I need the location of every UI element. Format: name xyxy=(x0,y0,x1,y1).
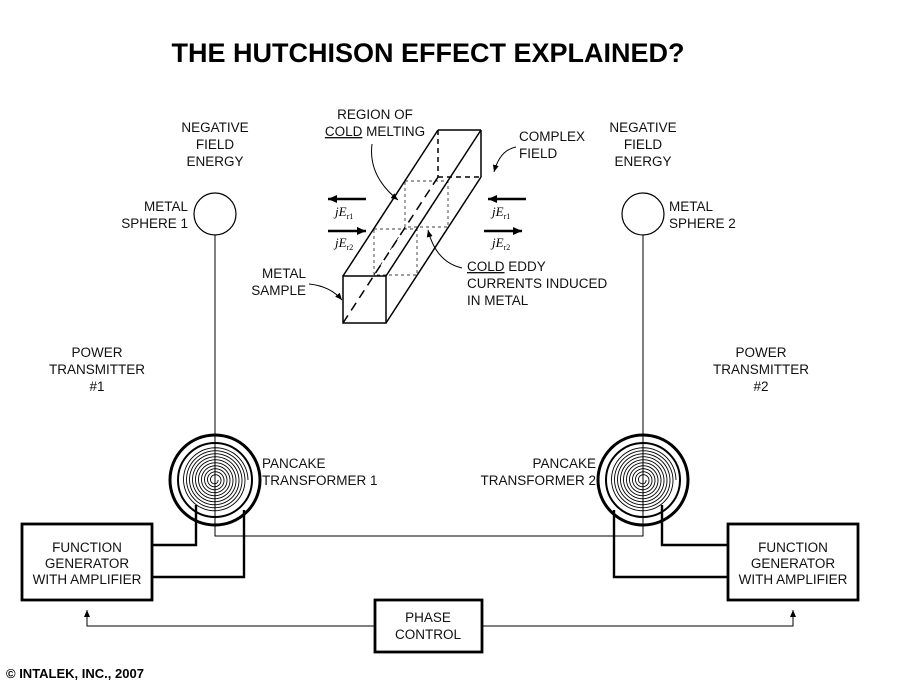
svg-text:GENERATOR: GENERATOR xyxy=(751,556,836,571)
right-field-label-r2: jEr2 xyxy=(490,235,510,252)
complex-field-pointer-arrow xyxy=(492,146,517,173)
svg-text:TRANSFORMER 2: TRANSFORMER 2 xyxy=(480,473,596,488)
svg-text:METAL: METAL xyxy=(669,199,713,214)
left-field-label-r1: jEr1 xyxy=(333,204,353,221)
svg-text:#1: #1 xyxy=(89,379,104,394)
function-generator-2-box xyxy=(726,522,860,602)
phase-control-label: PHASE CONTROL xyxy=(395,610,461,642)
svg-text:POWER: POWER xyxy=(735,345,786,360)
pancake-spiral-coil xyxy=(611,447,677,512)
function-generator-1-label: FUNCTION GENERATOR WITH AMPLIFIER xyxy=(33,540,142,587)
right-field-label-r1: jEr1 xyxy=(490,204,510,221)
svg-text:#2: #2 xyxy=(753,379,768,394)
gen2-lead-bottom xyxy=(612,510,728,579)
metal-sphere-1 xyxy=(193,192,237,236)
cold-eddy-currents-label: COLD EDDY CURRENTS INDUCED IN METAL xyxy=(467,259,608,308)
svg-text:TRANSMITTER: TRANSMITTER xyxy=(713,362,809,377)
left-field-label-r2: jEr2 xyxy=(333,235,353,252)
svg-text:WITH AMPLIFIER: WITH AMPLIFIER xyxy=(33,572,142,587)
svg-text:COLD MELTING: COLD MELTING xyxy=(325,124,425,139)
svg-text:CURRENTS INDUCED: CURRENTS INDUCED xyxy=(467,276,608,291)
cold-melting-region xyxy=(373,180,449,276)
svg-text:ENERGY: ENERGY xyxy=(186,154,243,169)
svg-text:FUNCTION: FUNCTION xyxy=(758,540,828,555)
left-negative-field-energy-label: NEGATIVE FIELD ENERGY xyxy=(181,120,248,169)
svg-text:REGION OF: REGION OF xyxy=(337,107,413,122)
svg-text:METAL: METAL xyxy=(262,266,306,281)
svg-text:TRANSMITTER: TRANSMITTER xyxy=(49,362,145,377)
svg-text:SPHERE 1: SPHERE 1 xyxy=(121,216,188,231)
svg-text:COLD EDDY: COLD EDDY xyxy=(467,259,546,274)
diagram-title: THE HUTCHISON EFFECT EXPLAINED? xyxy=(171,38,684,68)
svg-text:POWER: POWER xyxy=(71,345,122,360)
function-generator-1-box xyxy=(20,522,154,602)
function-generator-2-label: FUNCTION GENERATOR WITH AMPLIFIER xyxy=(739,540,848,587)
metal-sample-pointer-arrow xyxy=(308,283,343,301)
svg-text:FIELD: FIELD xyxy=(196,137,235,152)
gen1-lead-top xyxy=(152,505,198,547)
svg-text:GENERATOR: GENERATOR xyxy=(45,556,130,571)
svg-text:PANCAKE: PANCAKE xyxy=(532,456,596,471)
svg-text:PHASE: PHASE xyxy=(405,610,451,625)
region-pointer-arrow xyxy=(371,143,399,201)
metal-sphere-1-label: METAL SPHERE 1 xyxy=(121,199,188,231)
svg-text:WITH AMPLIFIER: WITH AMPLIFIER xyxy=(739,572,848,587)
power-transmitter-2-label: POWER TRANSMITTER #2 xyxy=(713,345,809,394)
phase-to-gen2-arrow xyxy=(482,610,796,627)
svg-text:CONTROL: CONTROL xyxy=(395,627,461,642)
metal-sphere-2 xyxy=(621,192,665,236)
copyright-text: © INTALEK, INC., 2007 xyxy=(6,666,144,681)
svg-text:SPHERE 2: SPHERE 2 xyxy=(669,216,736,231)
svg-text:TRANSFORMER 1: TRANSFORMER 1 xyxy=(262,473,378,488)
metal-sphere-2-label: METAL SPHERE 2 xyxy=(669,199,736,231)
svg-text:NEGATIVE: NEGATIVE xyxy=(181,120,248,135)
svg-text:SAMPLE: SAMPLE xyxy=(251,283,306,298)
gen1-lead-bottom xyxy=(152,510,246,579)
pancake-transformer-2-label: PANCAKE TRANSFORMER 2 xyxy=(480,456,596,488)
complex-field-label: COMPLEX FIELD xyxy=(519,129,585,161)
sample-front-face xyxy=(342,275,387,324)
right-negative-field-energy-label: NEGATIVE FIELD ENERGY xyxy=(609,120,676,169)
svg-text:IN METAL: IN METAL xyxy=(467,293,529,308)
svg-text:NEGATIVE: NEGATIVE xyxy=(609,120,676,135)
metal-sample-box xyxy=(342,129,482,324)
pancake-spiral-coil xyxy=(183,447,249,512)
pancake-transformer-1-label: PANCAKE TRANSFORMER 1 xyxy=(262,456,378,488)
svg-text:ENERGY: ENERGY xyxy=(614,154,671,169)
gen2-lead-top xyxy=(660,505,728,547)
svg-text:COMPLEX: COMPLEX xyxy=(519,129,585,144)
power-transmitter-1-label: POWER TRANSMITTER #1 xyxy=(49,345,145,394)
transformer-link-wire xyxy=(214,480,644,537)
svg-text:FIELD: FIELD xyxy=(519,146,558,161)
svg-text:METAL: METAL xyxy=(144,199,188,214)
metal-sample-label: METAL SAMPLE xyxy=(251,266,306,298)
phase-control-box xyxy=(373,598,484,654)
svg-text:FIELD: FIELD xyxy=(624,137,663,152)
eddy-pointer-arrow xyxy=(426,229,463,269)
svg-text:PANCAKE: PANCAKE xyxy=(262,456,326,471)
region-of-cold-melting-label: REGION OF COLD MELTING xyxy=(325,107,425,139)
phase-to-gen1-arrow xyxy=(84,610,375,627)
svg-text:FUNCTION: FUNCTION xyxy=(52,540,122,555)
